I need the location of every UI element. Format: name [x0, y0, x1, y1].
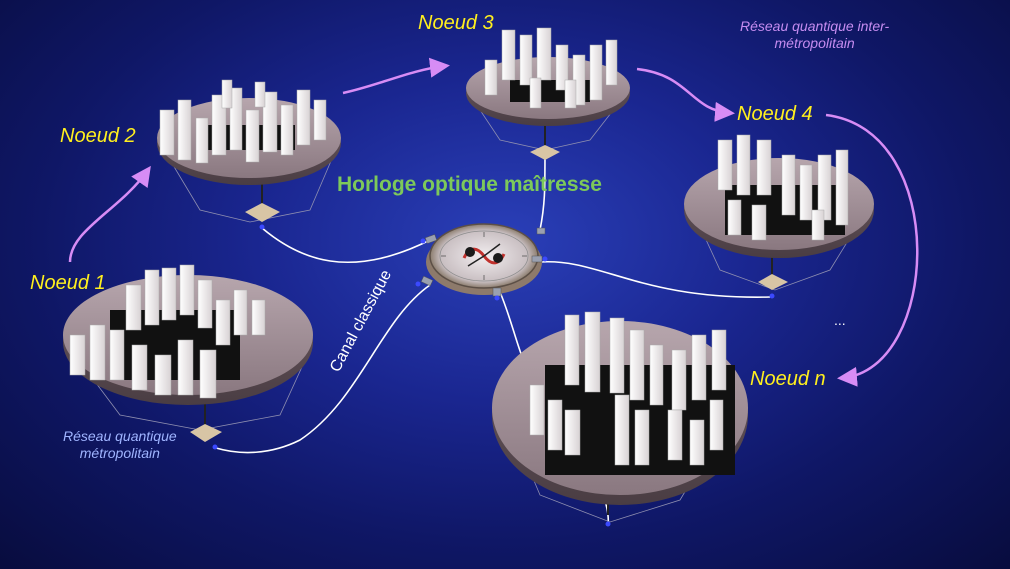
- city-platform-node1: [63, 264, 313, 442]
- city-platform-noden: [492, 311, 748, 523]
- more-nodes-ellipsis: ...: [834, 312, 846, 328]
- master-clock-icon: [212, 223, 775, 527]
- fiber-link-node2: [261, 227, 431, 263]
- node-n-label: Noeud n: [750, 368, 826, 390]
- city-platform-node3: [466, 27, 630, 160]
- inter-metro-network-line2: métropolitain: [774, 35, 855, 51]
- node-3-label: Noeud 3: [418, 12, 494, 34]
- inter-metro-network-line1: Réseau quantique inter-: [740, 18, 890, 34]
- master-clock-title: Horloge optique maîtresse: [337, 173, 602, 196]
- arrow-node4-noden: [825, 113, 919, 387]
- fiber-link-node4: [539, 260, 771, 298]
- node-4-label: Noeud 4: [737, 103, 813, 125]
- metro-network-label: Réseau quantique métropolitain: [63, 428, 177, 462]
- node-2-label: Noeud 2: [60, 125, 136, 147]
- arrow-node3-node4: [636, 67, 735, 122]
- metro-network-line2: métropolitain: [79, 445, 160, 461]
- metro-network-line1: Réseau quantique: [63, 428, 177, 444]
- arrow-node1-node2: [68, 165, 151, 263]
- inter-metro-network-label: Réseau quantique inter- métropolitain: [740, 18, 889, 52]
- fiber-link-node1: [215, 284, 431, 454]
- fiber-link-node3: [539, 149, 546, 231]
- node-1-label: Noeud 1: [30, 272, 106, 294]
- arrow-node2-node3: [342, 57, 450, 95]
- inter-network-arrows: [68, 57, 919, 387]
- city-platform-node2: [157, 79, 341, 223]
- city-platform-node4: [684, 134, 874, 291]
